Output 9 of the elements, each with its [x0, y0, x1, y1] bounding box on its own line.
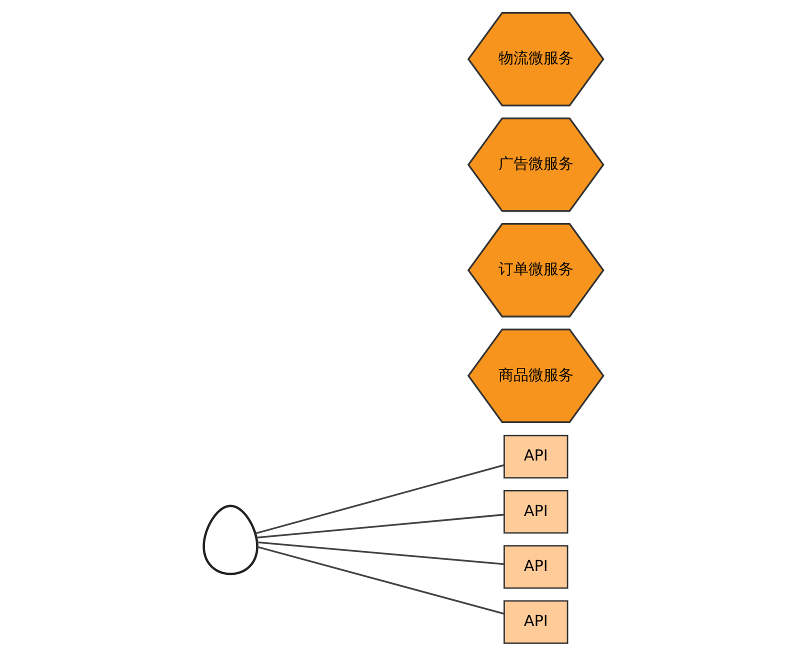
connector	[254, 464, 504, 534]
node-box: API	[503, 434, 568, 478]
node-box: API	[503, 600, 568, 644]
connector	[256, 514, 504, 539]
node-box: API	[503, 545, 568, 589]
connector	[256, 546, 504, 615]
connector	[256, 541, 504, 566]
node-person	[202, 504, 258, 576]
node-box: API	[503, 490, 568, 534]
